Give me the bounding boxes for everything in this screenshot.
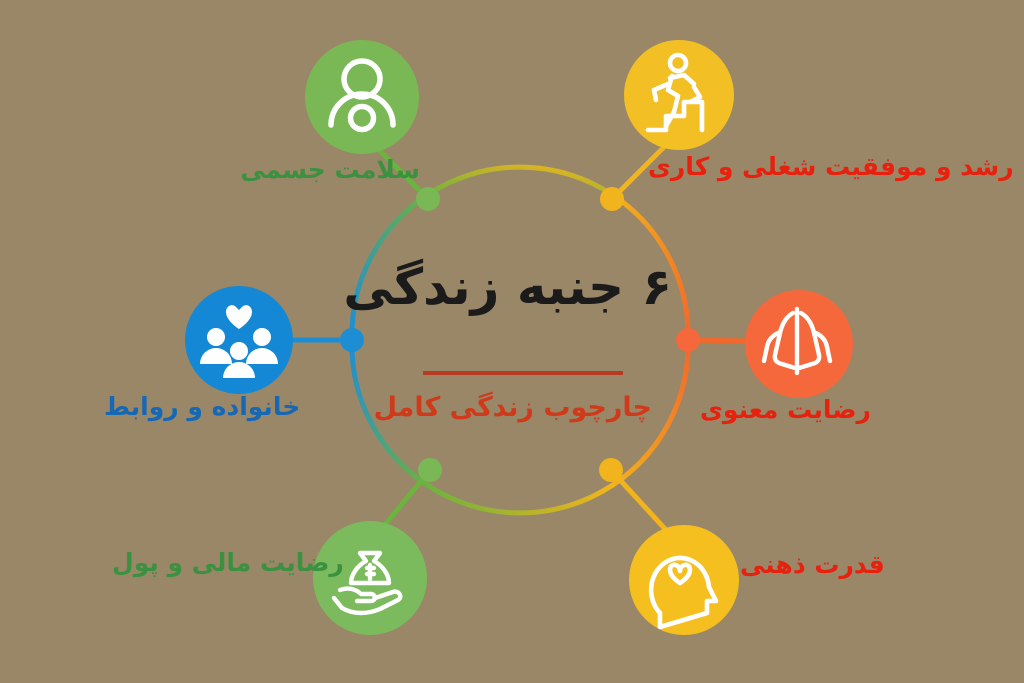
- bubble-mental-power[interactable]: [629, 525, 739, 635]
- praying-hands-icon: [761, 306, 833, 376]
- ring-arcs: [349, 164, 691, 516]
- center-subtitle: چارچوب زندگی کامل: [373, 392, 652, 423]
- head-heart-icon: [648, 555, 719, 630]
- stairs-climb-icon: [645, 52, 705, 133]
- family-heart-icon: [200, 305, 278, 378]
- ring-arc-upper-right: [609, 192, 691, 343]
- center-divider: [423, 371, 623, 375]
- node-dot-family-relationships[interactable]: [340, 328, 364, 352]
- bubble-career-growth[interactable]: [624, 40, 734, 150]
- label-physical-health: سلامت جسمی: [240, 155, 420, 184]
- bubble-family-relationships[interactable]: [185, 286, 293, 394]
- ring-arc-upper-left: [349, 192, 431, 343]
- label-career-growth: رشد و موفقیت شغلی و کاری: [648, 152, 1014, 181]
- ring-arc-lower-right: [609, 337, 691, 488]
- bubble-physical-health[interactable]: [305, 40, 419, 154]
- node-dot-mental-power[interactable]: [599, 458, 623, 482]
- node-dot-career-growth[interactable]: [600, 187, 624, 211]
- person-health-icon: [328, 58, 396, 133]
- node-dot-financial-satisfaction[interactable]: [418, 458, 442, 482]
- label-financial-satisfaction: رضایت مالی و پول: [112, 548, 344, 577]
- connector-financial-satisfaction: [381, 467, 433, 529]
- ring-node-dots: [340, 187, 700, 482]
- label-spiritual-satisfaction: رضایت معنوی: [700, 395, 871, 424]
- label-family-relationships: خانواده و روابط: [104, 392, 301, 421]
- bubble-circle-family-relationships[interactable]: [185, 286, 293, 394]
- connector-physical-health: [374, 145, 431, 202]
- node-dot-spiritual-satisfaction[interactable]: [676, 328, 700, 352]
- center-title: ۶ جنبه زندگی: [343, 258, 672, 316]
- bubble-spiritual-satisfaction[interactable]: [745, 290, 853, 398]
- node-dot-physical-health[interactable]: [416, 187, 440, 211]
- ring-arc-top: [425, 164, 615, 197]
- ring-arc-bottom: [425, 483, 615, 516]
- connector-career-growth: [609, 144, 667, 202]
- connector-mental-power: [608, 467, 669, 533]
- label-mental-power: قدرت ذهنی: [740, 550, 885, 579]
- bubble-financial-satisfaction[interactable]: [313, 521, 427, 635]
- ring-arc-lower-left: [349, 337, 431, 488]
- hand-money-bag-icon: [331, 550, 403, 616]
